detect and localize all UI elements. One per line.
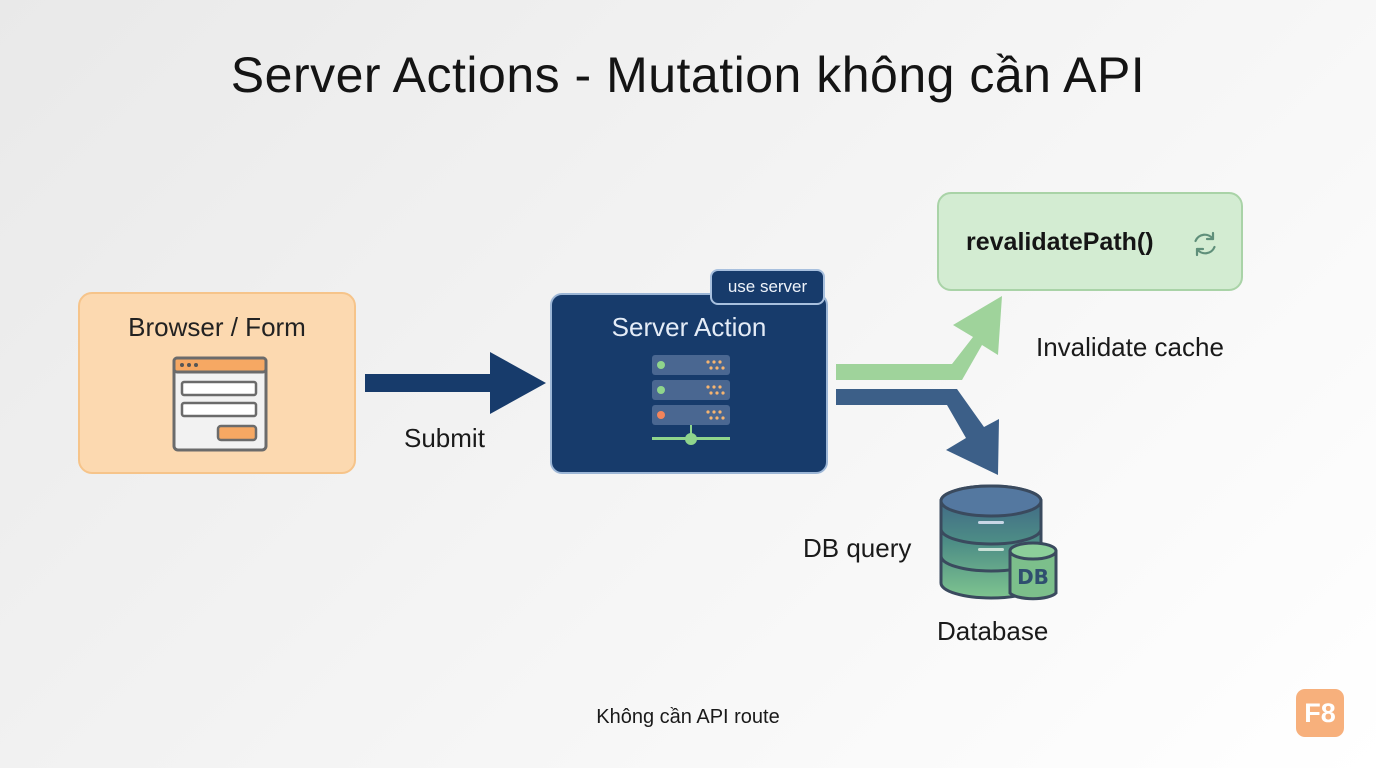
invalidate-cache-arrow <box>836 296 1002 380</box>
db-query-label: DB query <box>803 533 912 563</box>
server-action-node: Server Action <box>550 293 828 474</box>
database-label: Database <box>937 616 1049 646</box>
browser-form-icon <box>172 356 268 452</box>
footer-caption: Không cần API route <box>596 706 780 728</box>
browser-form-node: Browser / Form <box>78 292 356 474</box>
database-icon: DB <box>939 484 1058 601</box>
database-icon-text: DB <box>1017 565 1049 589</box>
use-server-badge: use server <box>710 269 825 305</box>
server-rack-icon <box>652 355 730 445</box>
revalidate-path-node: revalidatePath() <box>937 192 1243 291</box>
submit-label: Submit <box>404 423 485 453</box>
server-action-label: Server Action <box>611 312 767 342</box>
browser-form-label: Browser / Form <box>128 312 306 342</box>
f8-logo: F8 <box>1296 689 1344 737</box>
db-query-arrow <box>836 389 999 475</box>
invalidate-cache-label: Invalidate cache <box>1036 332 1224 362</box>
refresh-icon <box>1194 231 1216 257</box>
submit-arrow <box>365 352 546 414</box>
page-title: Server Actions - Mutation không cần API <box>230 47 1146 103</box>
revalidate-path-label: revalidatePath() <box>966 228 1154 256</box>
